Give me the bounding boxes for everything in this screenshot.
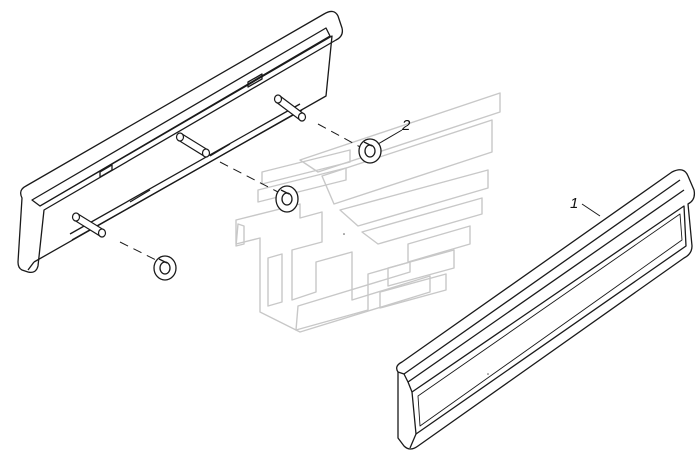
lamp-housing-frame [17, 10, 344, 274]
stud-middle [175, 132, 211, 158]
callout-1: 1 [570, 195, 578, 212]
scan-speck [487, 373, 489, 375]
watermark-logo [235, 92, 501, 333]
leader-line-1 [581, 203, 601, 217]
leader-lines [377, 129, 601, 217]
stud-top [273, 94, 307, 122]
leader-line-2 [377, 129, 403, 145]
spring-washers [153, 138, 382, 281]
washer-bottom [153, 255, 177, 281]
stud-bottom [71, 212, 107, 238]
assembly-centerlines [119, 123, 363, 263]
scan-speck [343, 233, 345, 235]
callout-2: 2 [401, 117, 411, 134]
mounting-studs [71, 94, 307, 238]
lamp-lens [396, 169, 696, 450]
washer-top [358, 138, 382, 164]
washer-middle [275, 185, 299, 213]
